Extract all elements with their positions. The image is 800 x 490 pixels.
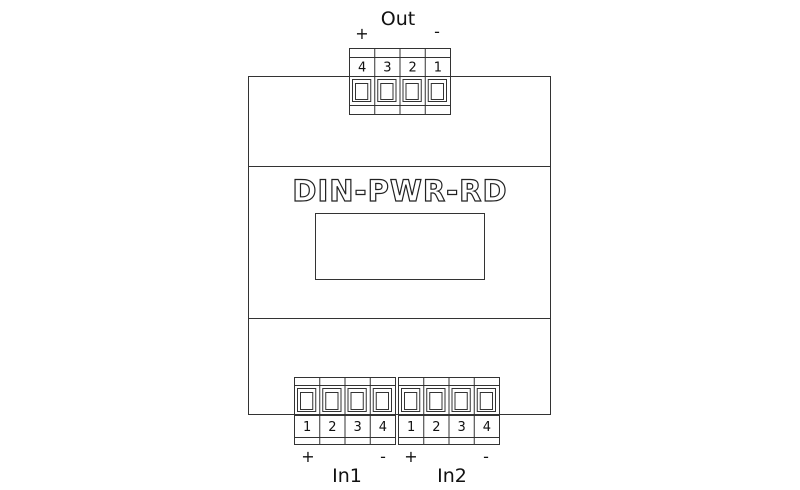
screw-clamp	[352, 79, 372, 102]
input2-plus-label: +	[404, 447, 417, 466]
output-terminal-4[interactable]: 4	[352, 61, 372, 102]
module-housing: DIN-PWR-RD	[248, 76, 551, 415]
screw-clamp	[372, 388, 392, 412]
device-title: DIN-PWR-RD	[292, 174, 507, 208]
screw-clamp	[347, 388, 367, 412]
input1-plus-label: +	[301, 447, 314, 466]
wire-entry	[355, 83, 369, 100]
input2-terminal-3[interactable]: 3	[448, 377, 471, 444]
pin-number: 2	[328, 420, 336, 435]
input1-terminal-2[interactable]: 2	[319, 377, 342, 444]
input1-terminal-4[interactable]: 4	[369, 377, 392, 444]
output-terminal-2[interactable]: 2	[399, 48, 422, 114]
output-minus-label: -	[434, 22, 440, 41]
wire-entry	[300, 392, 314, 410]
input2-terminal-block: 1 2 3 4	[398, 377, 500, 445]
pin-number: 1	[303, 420, 311, 435]
screw-clamp	[427, 79, 447, 102]
wire-entry	[454, 392, 468, 410]
display-window	[315, 213, 485, 280]
wire-entry	[429, 392, 443, 410]
input2-terminal-1[interactable]: 1	[401, 388, 421, 436]
pin-number: 2	[432, 420, 440, 435]
output-label: Out	[381, 8, 415, 30]
wire-entry	[430, 83, 444, 100]
output-terminal-block: 4 3 2 1	[349, 48, 451, 115]
pin-number: 4	[379, 420, 387, 435]
screw-clamp	[401, 388, 421, 412]
screw-clamp	[377, 79, 397, 102]
screw-clamp	[322, 388, 342, 412]
pin-number: 1	[407, 420, 415, 435]
pin-number: 2	[408, 61, 416, 76]
wire-entry	[375, 392, 389, 410]
wire-entry	[404, 392, 418, 410]
output-terminal-1[interactable]: 1	[424, 48, 447, 114]
input1-label: In1	[332, 465, 362, 487]
input2-terminal-4[interactable]: 4	[473, 377, 496, 444]
screw-clamp	[402, 79, 422, 102]
screw-clamp	[476, 388, 496, 412]
wire-entry	[350, 392, 364, 410]
output-terminal-3[interactable]: 3	[374, 48, 397, 114]
screw-clamp	[297, 388, 317, 412]
pin-number: 1	[434, 61, 442, 76]
housing-outline	[248, 76, 551, 415]
pin-number: 3	[383, 61, 391, 76]
screw-clamp	[451, 388, 471, 412]
input1-terminal-1[interactable]: 1	[297, 388, 317, 436]
output-plus-label: +	[355, 24, 368, 43]
wire-entry	[405, 83, 419, 100]
wire-entry	[325, 392, 339, 410]
pin-number: 4	[358, 61, 366, 76]
pin-number: 4	[483, 420, 491, 435]
pin-number: 3	[457, 420, 465, 435]
input1-terminal-block: 1 2 3 4	[294, 377, 396, 445]
screw-clamp	[426, 388, 446, 412]
wire-entry	[479, 392, 493, 410]
wire-entry	[380, 83, 394, 100]
input2-minus-label: -	[483, 447, 489, 466]
pin-number: 3	[353, 420, 361, 435]
input2-terminal-2[interactable]: 2	[423, 377, 446, 444]
input1-terminal-3[interactable]: 3	[344, 377, 367, 444]
input1-minus-label: -	[380, 447, 386, 466]
input2-label: In2	[437, 465, 467, 487]
